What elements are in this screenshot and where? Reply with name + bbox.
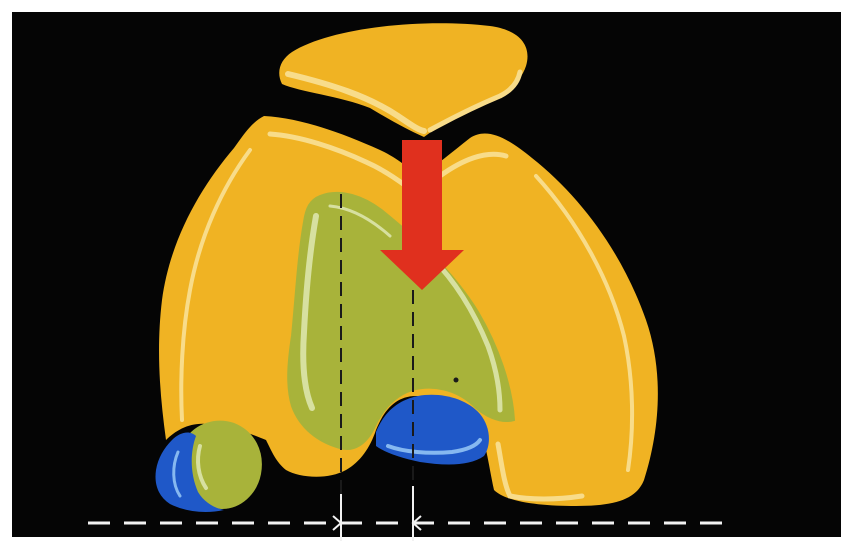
cartilage-dot bbox=[454, 378, 459, 383]
